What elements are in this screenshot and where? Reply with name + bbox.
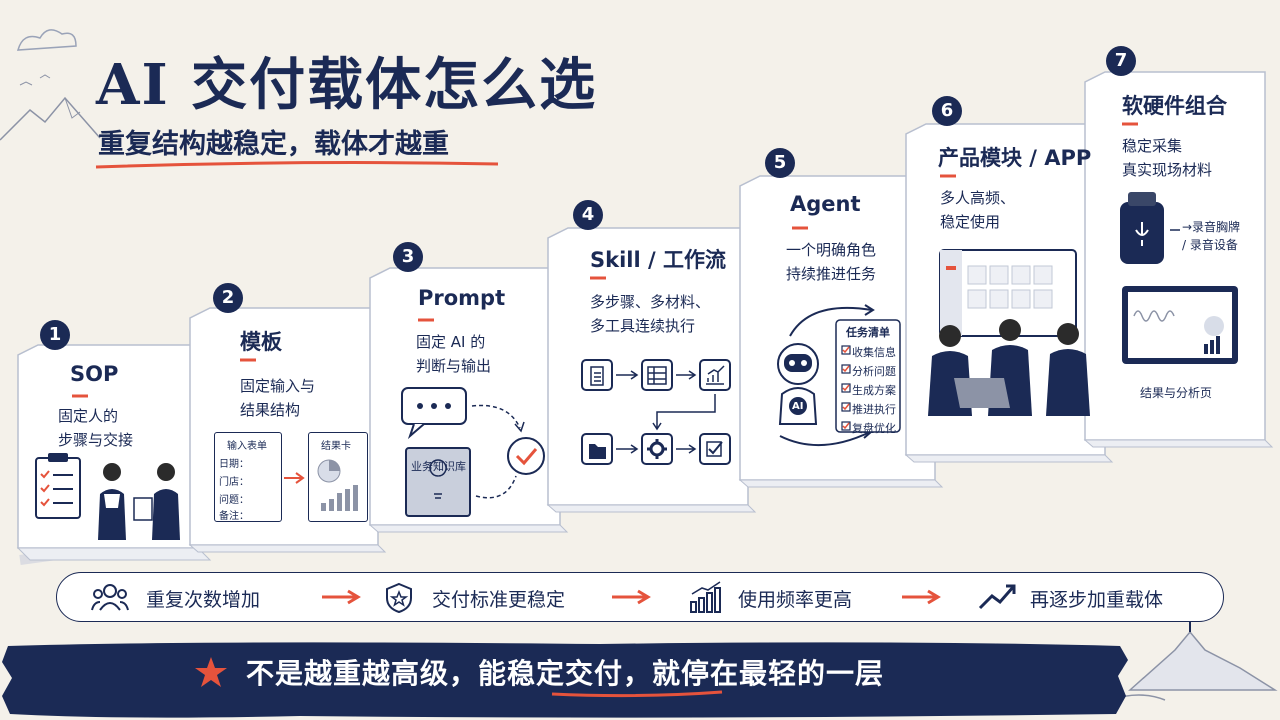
- form-title: 输入表单: [227, 441, 267, 452]
- person-icon: [98, 463, 126, 540]
- folder-icon: [589, 444, 606, 459]
- document-icon: [590, 366, 604, 386]
- workflow-illustration: [581, 359, 731, 465]
- bar-step-4: 再逐步加重载体: [1030, 589, 1164, 611]
- step-3-badge: 3: [393, 242, 423, 272]
- banner-emphasis: 能稳定交付: [478, 657, 624, 690]
- chat-bubble-icon: [401, 387, 467, 440]
- bar-step-3: 使用频率更高: [738, 589, 853, 611]
- prompt-illustration: [401, 387, 545, 517]
- banner-prefix: 不是越重越高级，: [246, 657, 479, 690]
- step-7-badge: 7: [1106, 46, 1136, 76]
- step-5-badge: 5: [765, 148, 795, 178]
- step-2-badge: 2: [213, 283, 243, 313]
- step-1-desc-1: 固定人的: [58, 407, 119, 425]
- growth-chart-icon: [706, 365, 725, 385]
- step-4-title: Skill / 工作流: [590, 248, 726, 272]
- group-icon: [91, 584, 129, 611]
- step-3-desc-1: 固定 AI 的: [416, 333, 486, 351]
- page-title: AI 交付载体怎么选: [96, 52, 598, 118]
- step-5-desc-2: 持续推进任务: [786, 265, 877, 283]
- step-2-desc-2: 结果结构: [240, 401, 301, 419]
- step-7-title: 软硬件组合: [1122, 94, 1227, 118]
- step-6-badge: 6: [932, 96, 962, 126]
- result-card: 结果卡: [308, 432, 368, 522]
- task-item: 推进执行: [852, 403, 896, 416]
- banner-background: [2, 642, 1128, 718]
- form-field: 备注：: [219, 511, 249, 522]
- form-field: 门店：: [219, 477, 249, 488]
- arrow-right-icon: [322, 589, 361, 605]
- task-list-title: 任务清单: [846, 326, 890, 339]
- banner-suffix: ，就停在最轻的一层: [623, 657, 885, 690]
- robot-label: AI: [792, 401, 804, 412]
- task-item: 分析问题: [852, 365, 896, 378]
- step-3-desc-2: 判断与输出: [416, 357, 492, 375]
- sop-illustration: [35, 453, 180, 540]
- step-6-desc-2: 稳定使用: [940, 213, 1001, 231]
- screen-caption: 结果与分析页: [1140, 386, 1213, 400]
- checkbox-icon: [706, 441, 723, 457]
- arrow-right-icon: [284, 472, 305, 484]
- person-icon: [133, 463, 180, 540]
- app-screen-icon: [939, 249, 1077, 337]
- agent-illustration: [777, 304, 901, 446]
- form-field: 日期：: [219, 459, 249, 470]
- robot-icon: [777, 343, 819, 425]
- step-4-desc-1: 多步骤、多材料、: [590, 293, 711, 311]
- step-1-desc-2: 步骤与交接: [58, 431, 134, 449]
- step-2-title: 模板: [240, 330, 282, 354]
- book-label: 业务知识库: [411, 460, 466, 473]
- task-item: 复盘优化: [852, 422, 896, 435]
- task-item: 生成方案: [852, 384, 896, 397]
- trend-up-icon: [978, 584, 1016, 610]
- app-illustration: [928, 249, 1090, 416]
- step-2-desc-1: 固定输入与: [240, 377, 316, 395]
- hardware-illustration: [1120, 192, 1238, 364]
- shield-star-icon: [386, 582, 412, 614]
- page-subtitle: 重复结构越稳定，载体才越重: [98, 129, 449, 160]
- input-form-card: 输入表单 日期： 门店： 问题： 备注：: [214, 432, 282, 522]
- banner-message: 不是越重越高级，能稳定交付，就停在最轻的一层: [246, 652, 884, 692]
- step-1-title: SOP: [70, 362, 119, 386]
- step-1-badge: 1: [40, 320, 70, 350]
- table-icon: [647, 366, 667, 385]
- step-5-title: Agent: [790, 192, 861, 216]
- bar-step-2: 交付标准更稳定: [432, 589, 566, 611]
- bar-chart-icon: [690, 581, 721, 613]
- chart-icon: [317, 459, 358, 511]
- step-7-desc-1: 稳定采集: [1122, 137, 1183, 155]
- arrow-right-icon: [612, 589, 651, 605]
- device-label-1: →录音胸牌: [1182, 220, 1241, 234]
- step-3-title: Prompt: [418, 286, 506, 310]
- step-5-desc-1: 一个明确角色: [786, 241, 877, 259]
- step-4-badge: 4: [573, 200, 603, 230]
- step-4-desc-2: 多工具连续执行: [590, 317, 696, 335]
- bar-step-1: 重复次数增加: [146, 589, 261, 611]
- device-label-2: / 录音设备: [1182, 238, 1238, 252]
- gear-icon: [647, 439, 667, 459]
- task-item: 收集信息: [852, 346, 896, 359]
- arrow-right-icon: [902, 589, 941, 605]
- results-screen-icon: [1122, 286, 1238, 364]
- recorder-icon: [1120, 192, 1164, 264]
- step-6-desc-1: 多人高频、: [940, 189, 1016, 207]
- step-6-title: 产品模块 / APP: [938, 146, 1092, 170]
- clipboard-icon: [35, 453, 81, 519]
- result-card-title: 结果卡: [321, 441, 351, 452]
- step-7-desc-2: 真实现场材料: [1122, 161, 1213, 179]
- star-icon: [195, 657, 227, 687]
- book-icon: [405, 447, 471, 517]
- check-circle-icon: [507, 437, 545, 475]
- team-icon: [928, 319, 1090, 416]
- form-field: 问题：: [219, 495, 249, 506]
